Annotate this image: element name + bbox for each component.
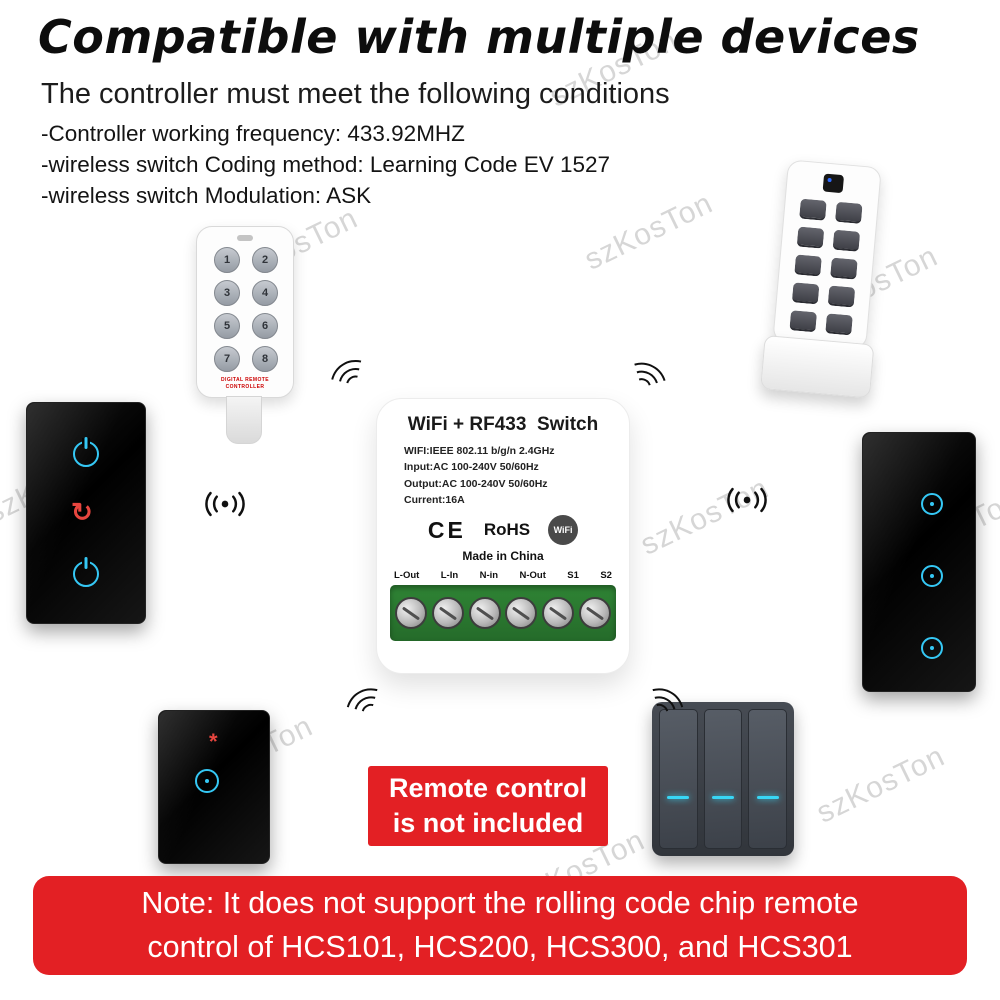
terminal-label: N-Out <box>519 570 546 582</box>
remote-button-5: 5 <box>214 313 240 339</box>
terminal-label: L-Out <box>394 570 420 582</box>
radio-signal-icon <box>727 487 767 513</box>
terminal-screw <box>394 597 427 630</box>
remote-led-window <box>822 173 845 194</box>
remote-brand-label: DIGITAL REMOTE CONTROLLER <box>221 377 269 390</box>
remote-button-8: 8 <box>252 346 278 372</box>
remote-control-8-button: 1 2 3 4 5 6 7 8 DIGITAL REMOTE CONTROLLE… <box>196 226 294 444</box>
rf-signal-icon <box>329 666 406 748</box>
remote-button <box>832 229 861 252</box>
remote-button <box>825 313 853 336</box>
star-icon: * <box>209 729 218 754</box>
touch-switch-panel-right <box>862 432 976 692</box>
remote-led-slot <box>237 235 253 241</box>
certification-row: CE RoHS WiFi <box>377 515 629 546</box>
condition-line: -Controller working frequency: 433.92MHZ <box>41 121 465 146</box>
remote-stand <box>226 396 262 444</box>
watermark: szKosTon <box>811 739 951 830</box>
note-line: Note: It does not support the rolling co… <box>141 886 859 921</box>
note-line: control of HCS101, HCS200, HCS300, and H… <box>147 929 853 964</box>
rf-signal-icon <box>313 338 391 420</box>
remote-button <box>799 198 827 221</box>
terminal-labels: L-Out L-In N-in N-Out S1 S2 <box>377 570 629 581</box>
rolling-code-note: Note: It does not support the rolling co… <box>33 876 967 975</box>
terminal-screw <box>542 597 575 630</box>
remote-button-grid: 1 2 3 4 5 6 7 8 <box>197 247 293 372</box>
spec-line: WIFI:IEEE 802.11 b/g/n 2.4GHz <box>404 445 555 457</box>
condition-line: -wireless switch Modulation: ASK <box>41 183 372 208</box>
remote-button <box>834 201 863 224</box>
remote-button-2: 2 <box>252 247 278 273</box>
remote-not-included-notice: Remote control is not included <box>368 766 608 846</box>
remote-button-6: 6 <box>252 313 278 339</box>
terminal-screw <box>468 597 501 630</box>
module-specs: WIFI:IEEE 802.11 b/g/n 2.4GHz Input:AC 1… <box>404 443 629 508</box>
touch-switch-panel-left: ↻ <box>26 402 146 624</box>
spec-line: Input:AC 100-240V 50/60Hz <box>404 461 539 474</box>
terminal-label: N-in <box>479 570 499 582</box>
remote-button-7: 7 <box>214 346 240 372</box>
remote-button <box>791 282 820 305</box>
touch-circle-icon <box>921 637 943 659</box>
condition-line: -wireless switch Coding method: Learning… <box>41 152 611 177</box>
power-icon <box>73 441 99 467</box>
rohs-mark: RoHS <box>483 520 531 540</box>
remote-body <box>772 159 882 350</box>
remote-control-10-button <box>760 159 890 399</box>
rocker-button <box>659 709 698 849</box>
terminal-label: S2 <box>600 570 612 582</box>
remote-button <box>794 254 822 277</box>
wifi-logo: WiFi <box>548 515 579 546</box>
remote-button-grid <box>774 197 877 337</box>
remote-body: 1 2 3 4 5 6 7 8 DIGITAL REMOTE CONTROLLE… <box>196 226 294 398</box>
rocker-button <box>703 709 743 849</box>
remote-button <box>789 310 818 333</box>
wave-arc <box>336 679 406 748</box>
remote-button <box>827 285 856 308</box>
rocker-button <box>748 709 788 849</box>
remote-button-1: 1 <box>214 247 240 273</box>
rf-signal-icon <box>607 341 683 422</box>
ce-mark: CE <box>427 516 466 543</box>
made-in-label: Made in China <box>462 549 544 564</box>
terminal-label: L-In <box>440 570 459 582</box>
remote-button <box>830 257 858 280</box>
touch-switch-panel-square: * <box>158 710 270 864</box>
terminal-screw <box>505 597 538 630</box>
touch-circle-icon <box>921 565 943 587</box>
remote-button <box>796 226 825 249</box>
remote-button-4: 4 <box>252 280 278 306</box>
module-title: WiFi + RF433 Switch <box>407 414 599 435</box>
spec-line: Output:AC 100-240V 50/60Hz <box>404 477 548 490</box>
radio-signal-icon <box>205 491 245 517</box>
notice-line: is not included <box>392 808 584 838</box>
spec-line: Current:16A <box>404 493 465 506</box>
remote-holder-base <box>760 334 875 399</box>
scene-icon: ↻ <box>71 497 93 527</box>
terminal-screw <box>431 597 464 630</box>
remote-button-3: 3 <box>214 280 240 306</box>
touch-circle-icon <box>195 769 219 793</box>
watermark: szKosTon <box>579 186 719 277</box>
terminal-screw <box>579 597 612 630</box>
subtitle: The controller must meet the following c… <box>41 78 670 110</box>
notice-line: Remote control <box>388 772 588 803</box>
push-button-wall-switch <box>652 702 794 856</box>
touch-circle-icon <box>921 493 943 515</box>
power-icon <box>73 561 99 587</box>
page-title: Compatible with multiple devices <box>38 10 920 64</box>
terminal-block <box>390 585 616 642</box>
terminal-label: S1 <box>567 570 579 582</box>
wifi-rf433-switch-module: WiFi + RF433 Switch WIFI:IEEE 802.11 b/g… <box>376 398 630 674</box>
